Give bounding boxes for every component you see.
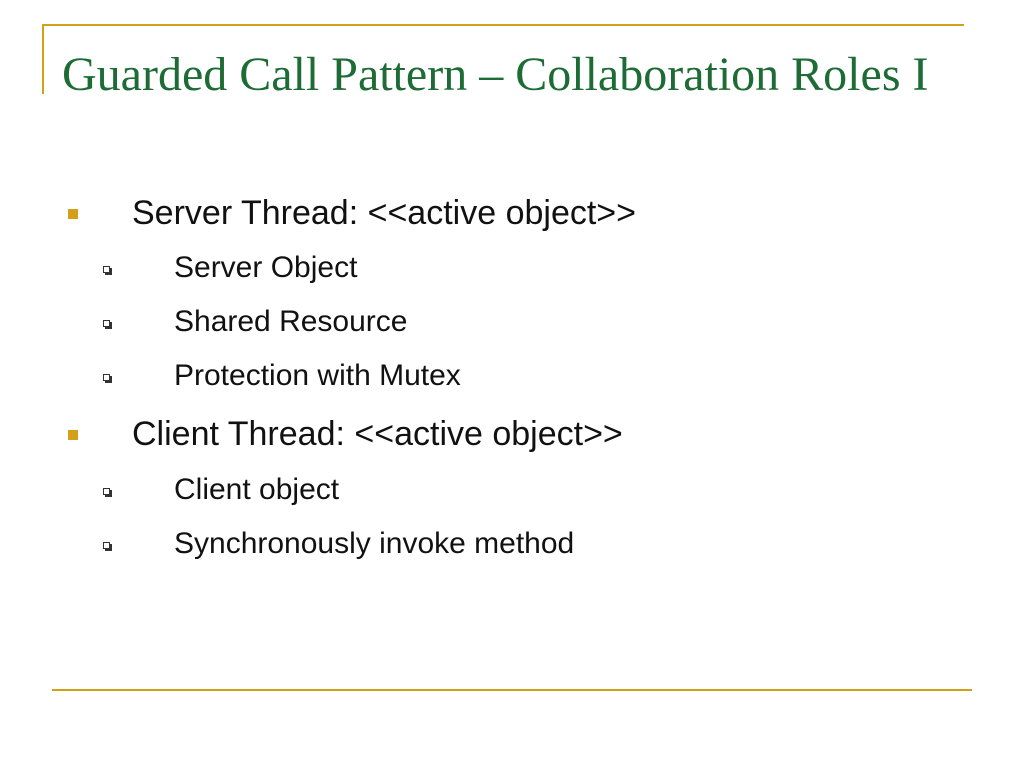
checkbox-bullet-icon <box>103 320 112 329</box>
slide-title: Guarded Call Pattern – Collaboration Rol… <box>62 48 929 101</box>
frame-left-rule <box>42 24 44 94</box>
frame-bottom-rule <box>52 689 972 691</box>
square-bullet-icon <box>68 430 78 440</box>
bullet-server-thread: Server Thread: <<active object>> <box>132 194 637 232</box>
sub-bullet-shared-resource: Shared Resource <box>174 305 408 338</box>
checkbox-bullet-icon <box>103 266 112 275</box>
square-bullet-icon <box>68 209 78 219</box>
sub-bullet-client-object: Client object <box>174 473 340 506</box>
sub-bullet-protection-mutex: Protection with Mutex <box>174 359 461 392</box>
frame-top-rule <box>42 24 964 26</box>
bullet-client-thread: Client Thread: <<active object>> <box>132 415 623 453</box>
checkbox-bullet-icon <box>103 542 112 551</box>
sub-bullet-synchronously-invoke: Synchronously invoke method <box>174 527 575 560</box>
sub-bullet-server-object: Server Object <box>174 251 358 284</box>
checkbox-bullet-icon <box>103 488 112 497</box>
checkbox-bullet-icon <box>103 374 112 383</box>
